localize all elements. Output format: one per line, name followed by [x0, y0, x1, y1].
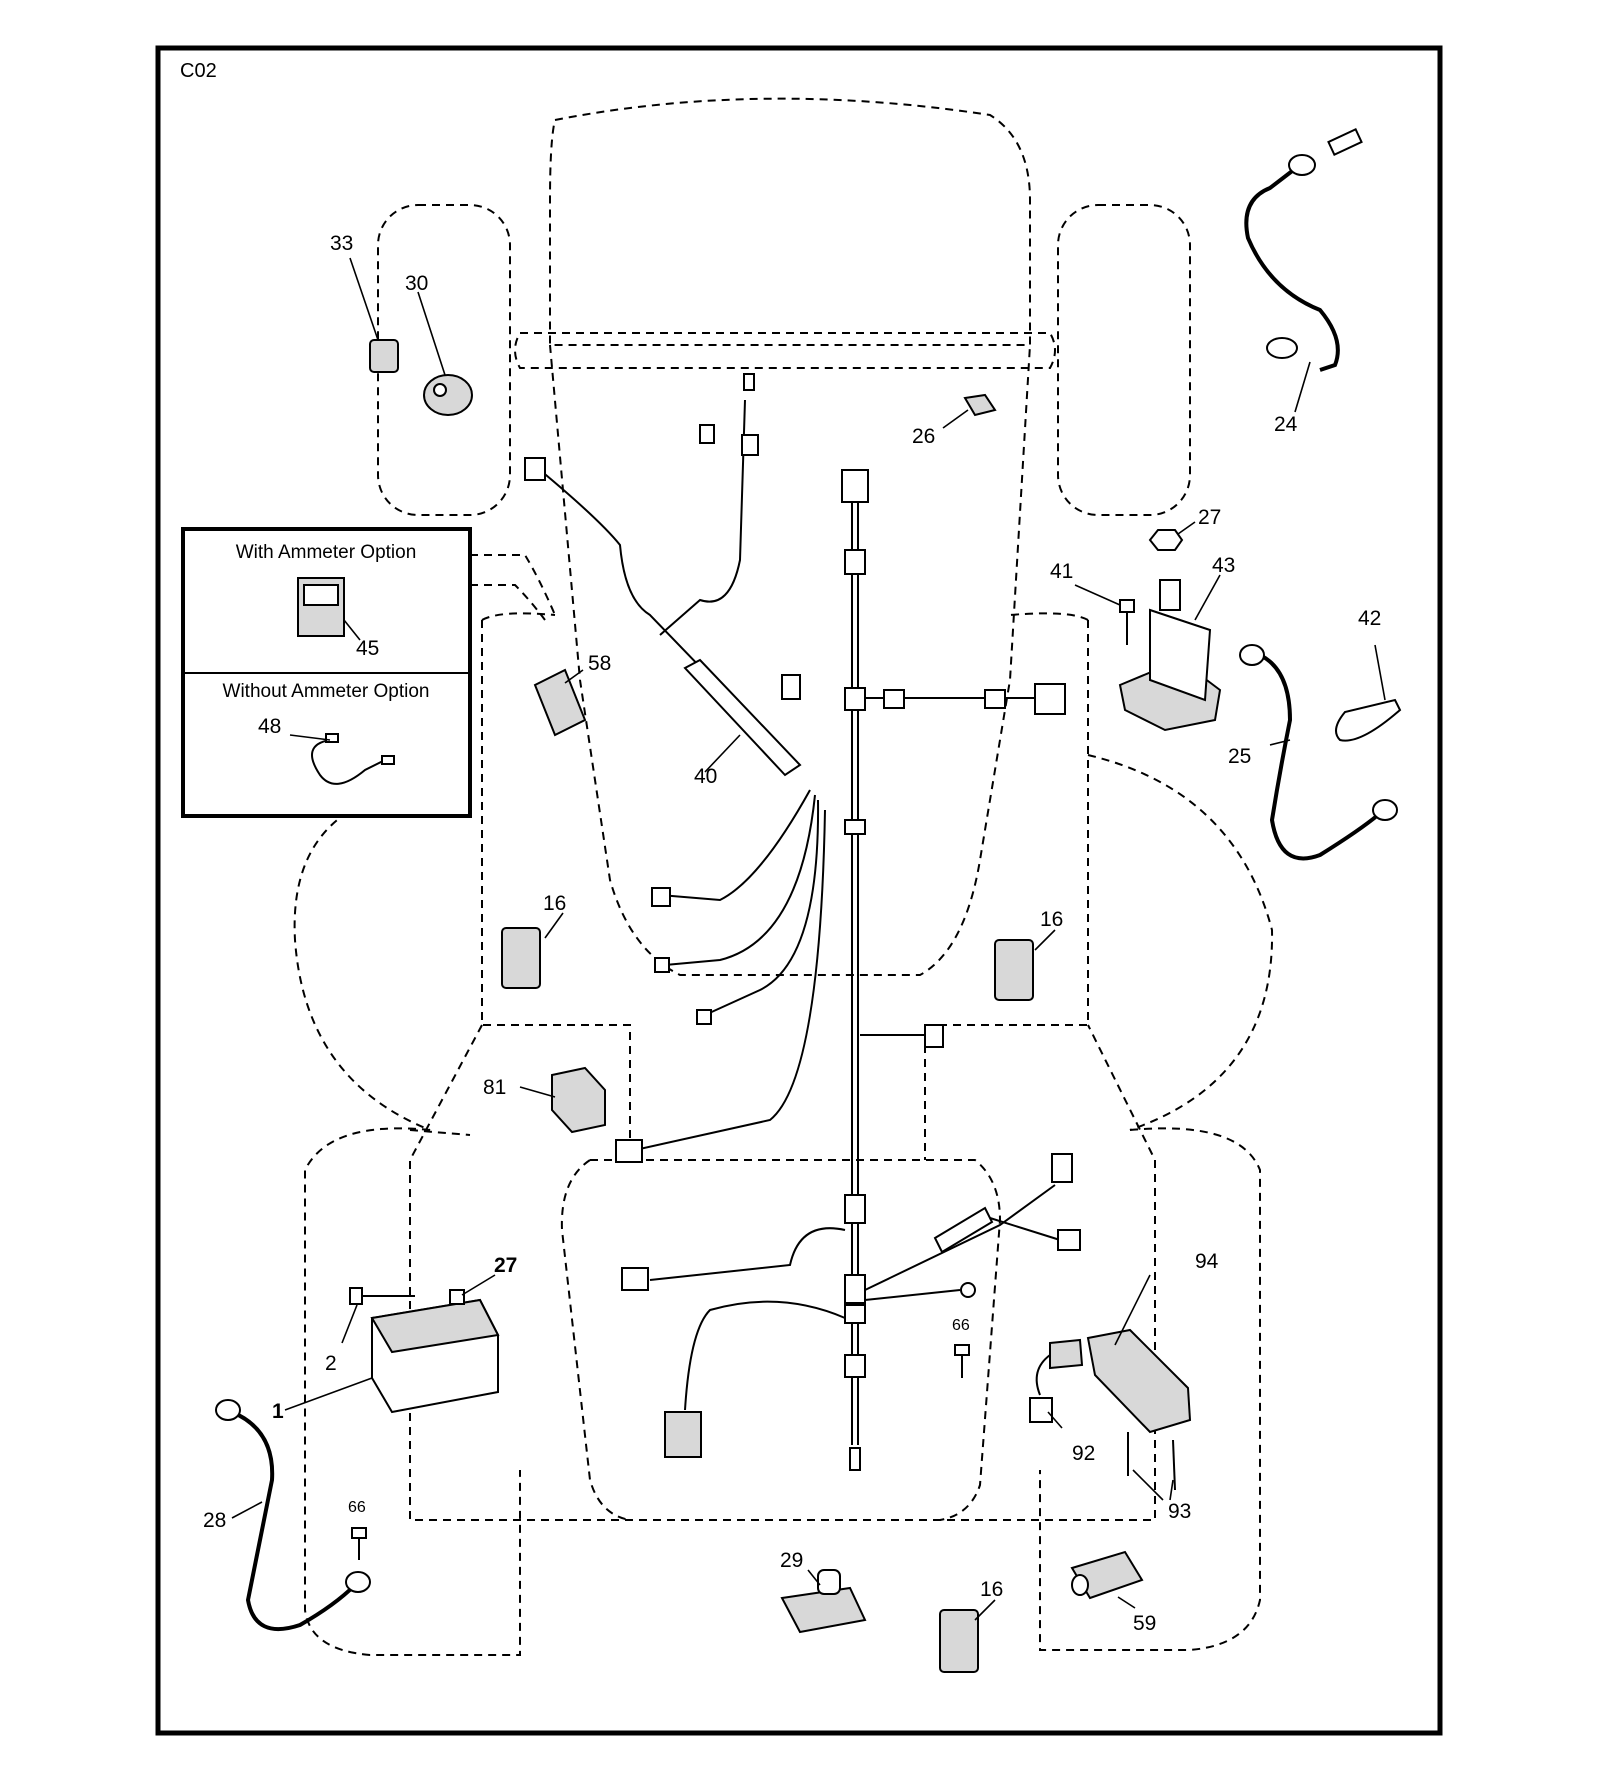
with-ammeter-title: With Ammeter Option	[236, 542, 417, 563]
ammeter-part	[297, 577, 361, 641]
callout-66-center: 66	[952, 1317, 970, 1334]
seat-switch-part	[780, 1569, 867, 1634]
callout-2: 2	[325, 1352, 337, 1375]
callout-66-left: 66	[348, 1499, 366, 1516]
safety-switch-left	[501, 912, 564, 989]
connector-92-part	[1029, 1338, 1084, 1429]
callout-92: 92	[1072, 1442, 1095, 1465]
callout-16-bottom: 16	[980, 1578, 1003, 1601]
screws-93-part	[1127, 1432, 1176, 1501]
nut-part	[1148, 521, 1196, 551]
callout-27-battery: 27	[494, 1254, 517, 1277]
callout-26: 26	[912, 425, 935, 448]
callout-16-right: 16	[1040, 908, 1063, 931]
screw-center-part	[954, 1344, 970, 1378]
callout-94: 94	[1195, 1250, 1219, 1273]
page-frame	[155, 45, 1443, 1736]
callout-58: 58	[588, 652, 611, 675]
relay-part	[519, 1066, 606, 1134]
callout-42: 42	[1358, 607, 1381, 630]
callout-40: 40	[694, 765, 717, 788]
callout-43: 43	[1212, 554, 1235, 577]
callout-41: 41	[1050, 560, 1073, 583]
safety-switch-bottom	[939, 1599, 996, 1673]
bolt-part	[1074, 584, 1135, 645]
callout-1: 1	[272, 1400, 284, 1423]
callout-93: 93	[1168, 1500, 1191, 1523]
page-code: C02	[180, 60, 217, 82]
callout-24: 24	[1274, 413, 1298, 436]
callout-29: 29	[780, 1549, 803, 1572]
callout-28: 28	[203, 1509, 226, 1532]
callout-30: 30	[405, 272, 428, 295]
module-58-part	[533, 668, 587, 737]
callout-59: 59	[1133, 1612, 1156, 1635]
callout-45: 45	[356, 637, 379, 660]
battery-bolt-part	[341, 1287, 415, 1344]
chassis-outline	[293, 97, 1274, 1656]
callout-27-top: 27	[1198, 506, 1221, 529]
jumper-wire-part	[289, 733, 395, 785]
main-wire-harness	[524, 373, 1081, 1471]
callout-16-left: 16	[543, 892, 566, 915]
component-59-part	[1070, 1550, 1144, 1609]
terminal-boot-part	[1335, 644, 1402, 742]
ignition-switch-part	[417, 291, 473, 416]
without-ammeter-title: Without Ammeter Option	[223, 681, 430, 702]
battery-cable-part	[1239, 644, 1398, 861]
battery-nut-part	[449, 1274, 496, 1305]
callout-81: 81	[483, 1076, 506, 1099]
solenoid-part	[1118, 574, 1222, 732]
module-94-part	[1086, 1274, 1192, 1434]
ground-cable-part	[1244, 127, 1363, 413]
callout-33: 33	[330, 232, 353, 255]
safety-switch-right	[994, 929, 1056, 1001]
callout-48: 48	[258, 715, 281, 738]
ammeter-option-box: With Ammeter Option Without Ammeter Opti…	[181, 527, 472, 818]
battery-part	[284, 1298, 500, 1414]
ignition-key-part	[349, 257, 399, 373]
screw-left-part	[351, 1527, 367, 1560]
battery-negative-cable-part	[215, 1399, 371, 1631]
callout-25: 25	[1228, 745, 1251, 768]
fuse-part	[942, 393, 997, 429]
